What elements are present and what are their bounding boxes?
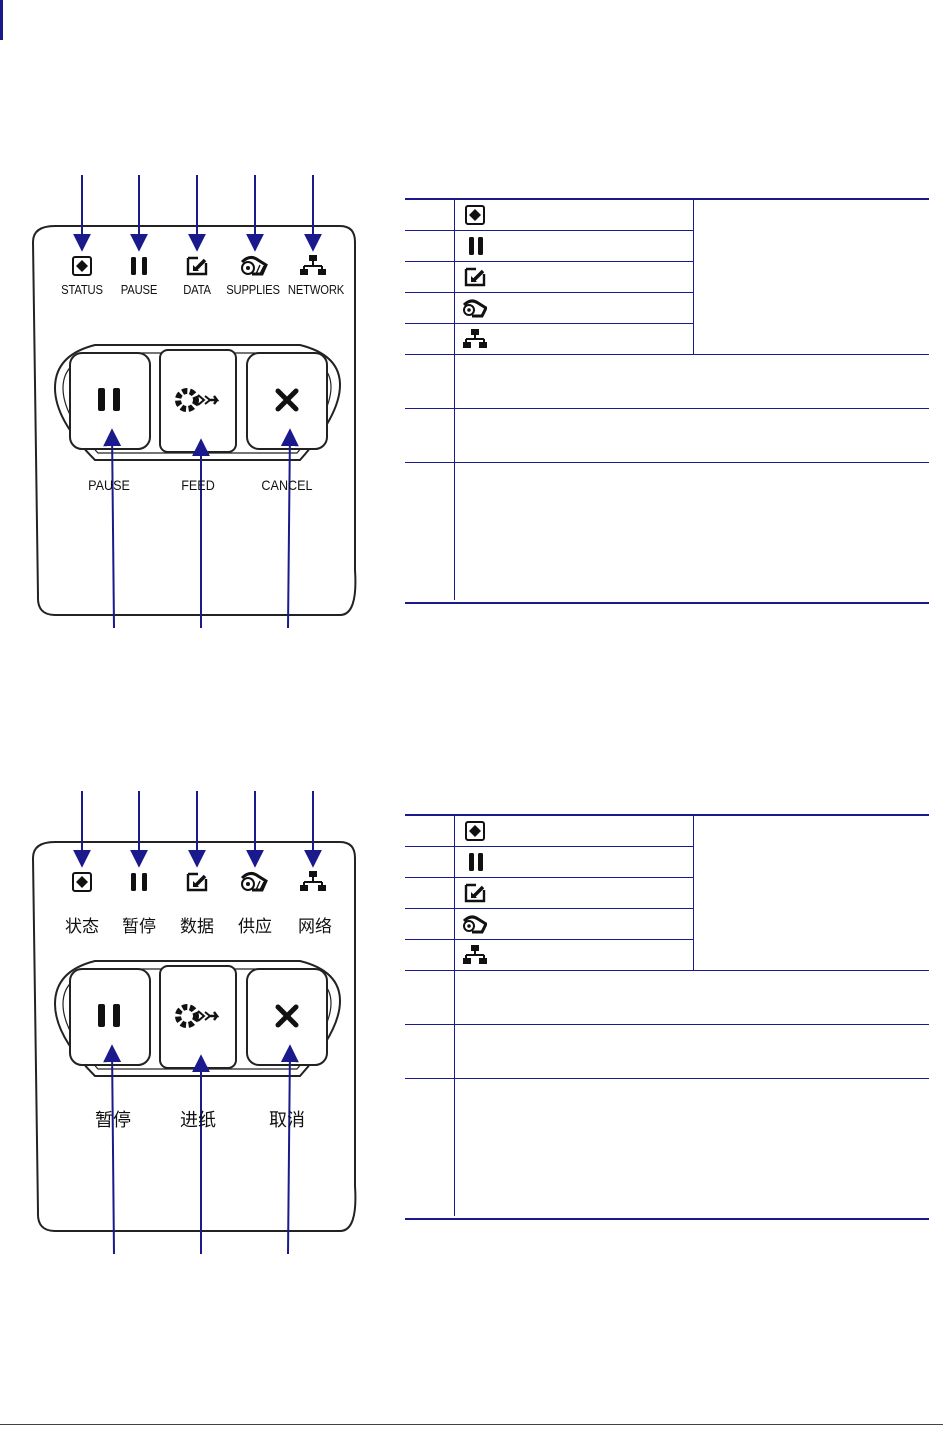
- callout-arrows-bottom: [103, 1044, 299, 1255]
- pause-button-label: PAUSE: [88, 477, 130, 493]
- pause-button-label: 暂停: [95, 1110, 131, 1131]
- cancel-button-label: CANCEL: [261, 477, 313, 493]
- pause-light-label: 暂停: [122, 917, 156, 937]
- supplies-icon: [240, 871, 268, 892]
- callout-arrows-bottom: [103, 428, 299, 629]
- data-light-label: 数据: [180, 917, 214, 937]
- pause-key: [69, 352, 151, 450]
- callout-arrows-top: [73, 175, 322, 252]
- network-light-label: NETWORK: [287, 283, 345, 297]
- status-icon: [72, 256, 92, 276]
- data-icon: [186, 872, 208, 892]
- supplies-light-label: 供应: [238, 917, 272, 937]
- legend-table-zh: [405, 814, 929, 1220]
- network-light-label: 网络: [298, 917, 332, 937]
- cancel-icon: [275, 1004, 299, 1028]
- pause-light-icon: [131, 257, 147, 275]
- button-well: [53, 960, 342, 1077]
- status-icon: [463, 821, 487, 841]
- pause-light-label: PAUSE: [120, 283, 158, 297]
- network-icon: [300, 871, 326, 891]
- supplies-icon: [463, 298, 487, 318]
- pause-key: [69, 968, 151, 1066]
- feed-button-label: 进纸: [180, 1110, 216, 1131]
- status-light-label: STATUS: [61, 283, 103, 297]
- network-icon: [300, 255, 326, 275]
- feed-icon: [175, 388, 220, 412]
- control-panel-diagram: [31, 175, 357, 629]
- pause-light-icon: [131, 873, 147, 891]
- supplies-light-label: SUPPLIES: [226, 283, 280, 297]
- data-icon: [463, 267, 487, 287]
- supplies-icon: [463, 914, 487, 934]
- supplies-icon: [240, 255, 268, 276]
- status-icon: [463, 205, 487, 225]
- pause-icon: [98, 388, 120, 411]
- status-light-label: 状态: [65, 917, 99, 937]
- cancel-icon: [275, 388, 299, 412]
- cancel-button-label: 取消: [269, 1110, 305, 1131]
- data-icon: [463, 883, 487, 903]
- feed-icon: [175, 1004, 220, 1028]
- pause-icon: [98, 1004, 120, 1027]
- network-icon: [463, 329, 487, 349]
- control-panel-diagram: [31, 791, 357, 1255]
- callout-arrows-top: [73, 791, 322, 868]
- pause-icon: [463, 852, 487, 872]
- button-well: [53, 344, 342, 461]
- control-panel-section-zh: 状态 暂停 数据 供应 网络 暂停 进纸 取消: [0, 786, 943, 1256]
- status-icon: [72, 872, 92, 892]
- data-light-label: DATA: [183, 283, 211, 297]
- control-panel-section-en: STATUS PAUSE DATA SUPPLIES NETWORK PAUSE…: [0, 170, 943, 640]
- data-icon: [186, 256, 208, 276]
- page-corner-mark: [0, 0, 3, 40]
- pause-icon: [463, 236, 487, 256]
- footer-rule: [0, 1424, 943, 1425]
- legend-table-en: [405, 198, 929, 604]
- feed-button-label: FEED: [181, 477, 215, 493]
- network-icon: [463, 945, 487, 965]
